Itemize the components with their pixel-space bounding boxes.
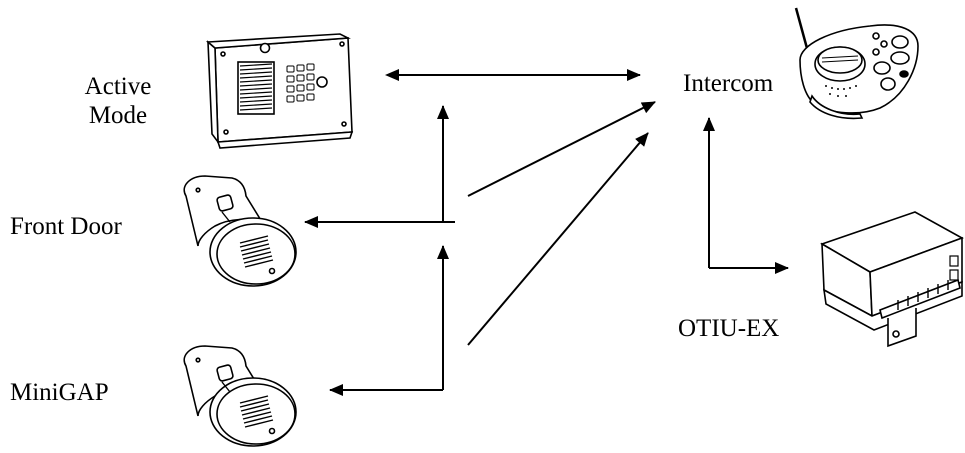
keypad-call-panel-icon [205, 33, 354, 149]
label-intercom: Intercom [683, 70, 774, 97]
arrow-minigap-intercom [467, 132, 649, 346]
label-active-mode: Active Mode [78, 72, 158, 130]
label-active-mode-line2: Mode [88, 102, 148, 129]
label-front-door: Front Door [10, 213, 122, 240]
wireless-intercom-base-icon [794, 7, 919, 120]
label-active-mode-line1: Active [84, 73, 152, 100]
door-speaker-station-icon [183, 175, 297, 287]
label-minigap: MiniGAP [10, 379, 109, 406]
label-otiu-ex: OTIU-EX [678, 315, 780, 342]
interface-module-box-icon [820, 211, 964, 348]
door-speaker-station-icon [183, 345, 297, 447]
arrow-frontdoor-intercom [467, 101, 656, 197]
